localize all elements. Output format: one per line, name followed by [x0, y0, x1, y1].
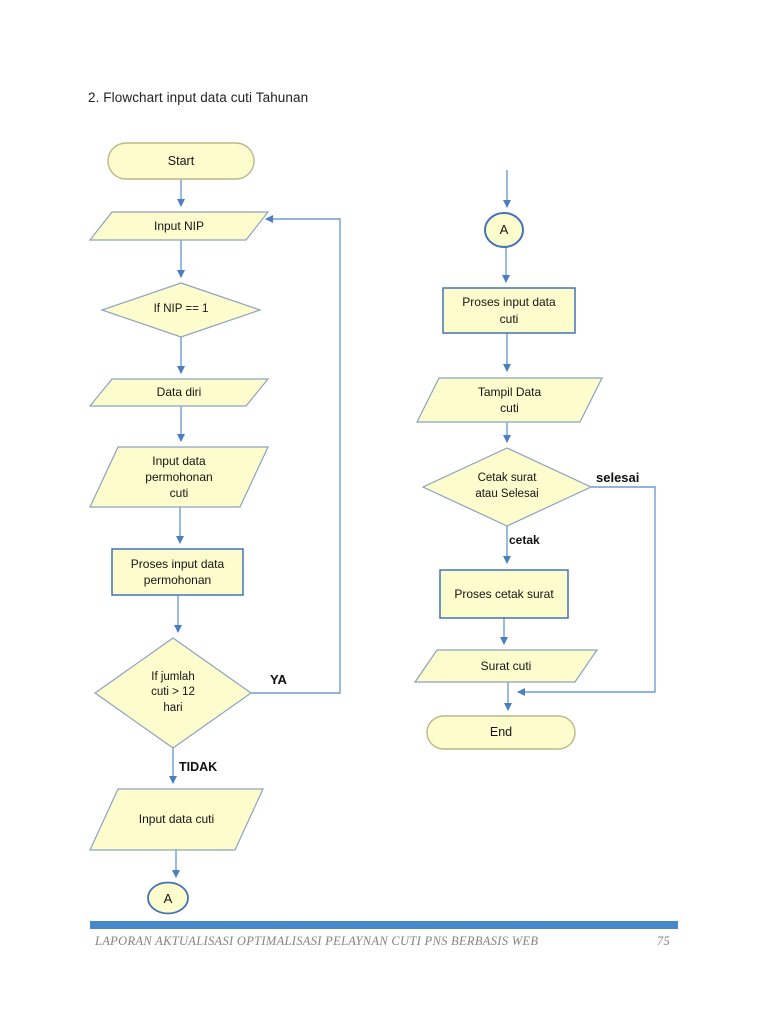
shape-if-jumlah-decision: [93, 637, 253, 749]
shape-end-terminator: [426, 715, 576, 750]
shape-if-nip-decision: [100, 282, 262, 338]
shape-proses-permohonan-process: [111, 548, 244, 596]
shape-surat-cuti-parallelogram: [413, 649, 599, 683]
flow-shapes: [88, 142, 603, 915]
shape-connector-a-left: [147, 881, 189, 915]
shape-start-terminator: [107, 142, 255, 180]
footer-divider-bar: [90, 921, 678, 929]
footer: LAPORAN AKTUALISASI OPTIMALISASI PELAYNA…: [95, 934, 670, 949]
shape-input-data-cuti-parallelogram: [89, 788, 264, 851]
flow-arrows: [169, 170, 656, 878]
shape-cetak-decision: [421, 447, 593, 527]
shape-proses-cetak-process: [439, 569, 569, 619]
shape-connector-a-right: [484, 212, 524, 248]
shape-input-nip-parallelogram: [88, 211, 270, 241]
page-title: 2. Flowchart input data cuti Tahunan: [88, 90, 309, 105]
arrow-selesai-branch: [517, 486, 656, 696]
shape-data-diri-parallelogram: [88, 378, 270, 407]
shape-tampil-data-parallelogram: [416, 377, 603, 423]
shape-proses-input-cuti-process: [442, 287, 576, 334]
footer-report-title: LAPORAN AKTUALISASI OPTIMALISASI PELAYNA…: [95, 934, 539, 948]
footer-page-number: 75: [656, 934, 670, 948]
arrow-ya-loop: [251, 215, 341, 694]
shape-input-permohonan-parallelogram: [89, 446, 269, 508]
